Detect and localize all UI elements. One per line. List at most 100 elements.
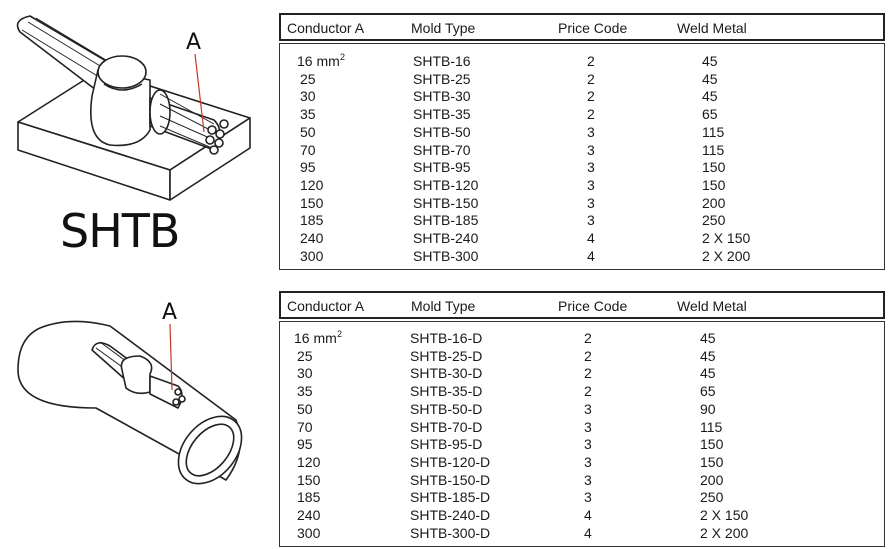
cell-price: 3 <box>587 123 595 140</box>
cell-weld: 45 <box>700 330 716 346</box>
cell-mold: SHTB-95 <box>413 159 471 176</box>
cell-weld: 250 <box>702 212 726 229</box>
cell-price: 3 <box>584 471 592 488</box>
cell-price: 3 <box>587 176 595 193</box>
cell-price: 2 <box>587 88 595 105</box>
cell-conductor: 70 <box>297 418 313 435</box>
header-mold-type: Mold Type <box>411 20 476 36</box>
cell-mold: SHTB-16 <box>413 53 471 69</box>
cell-mold: SHTB-240-D <box>410 507 491 523</box>
cell-conductor: 25 <box>297 347 313 364</box>
cell-weld: 45 <box>702 70 718 87</box>
mold-table-2: Conductor A Mold Type Price Code Weld Me… <box>279 291 885 547</box>
cell-weld: 150 <box>702 159 726 176</box>
cell-conductor: 16 mm <box>297 53 340 69</box>
cell-mold: SHTB-25 <box>413 70 471 87</box>
cell-price: 3 <box>587 159 595 176</box>
cell-price: 4 <box>587 230 595 246</box>
cell-conductor: 35 <box>297 383 313 400</box>
cell-mold: SHTB-30-D <box>410 365 483 382</box>
cell-mold: SHTB-120 <box>413 176 479 193</box>
cell-price: 4 <box>584 507 592 523</box>
cell-conductor: 30 <box>297 365 313 382</box>
cell-weld: 250 <box>700 489 724 506</box>
cell-mold: SHTB-50 <box>413 123 471 140</box>
cell-mold: SHTB-240 <box>413 230 479 246</box>
cell-price: 2 <box>587 106 595 123</box>
cell-mold: SHTB-70 <box>413 141 471 158</box>
cell-price: 2 <box>584 365 592 382</box>
cell-conductor: 16 mm <box>294 330 337 346</box>
cell-conductor: 185 <box>297 489 321 506</box>
cell-weld: 2 X 200 <box>700 524 749 541</box>
cell-mold: SHTB-95-D <box>410 436 483 453</box>
cell-price: 3 <box>584 418 592 435</box>
cell-mold: SHTB-300 <box>413 247 479 264</box>
cell-price: 3 <box>584 489 592 506</box>
cell-weld: 2 X 200 <box>702 247 751 264</box>
cell-mold: SHTB-150 <box>413 194 479 211</box>
cell-conductor: 95 <box>297 436 313 453</box>
cell-weld: 2 X 150 <box>700 507 749 523</box>
cell-conductor: 30 <box>300 88 316 105</box>
cell-conductor: 95 <box>300 159 316 176</box>
cell-weld: 150 <box>700 436 724 453</box>
cell-conductor: 120 <box>300 176 324 193</box>
cell-weld: 200 <box>702 194 726 211</box>
cell-price: 2 <box>584 330 592 346</box>
cell-mold: SHTB-70-D <box>410 418 483 435</box>
cell-weld: 150 <box>700 453 724 470</box>
cell-weld: 45 <box>700 347 716 364</box>
header-weld-metal: Weld Metal <box>677 298 747 314</box>
cell-price: 2 <box>587 53 595 69</box>
cell-conductor: 240 <box>297 507 321 523</box>
cell-price: 3 <box>584 436 592 453</box>
cell-conductor: 185 <box>300 212 324 229</box>
cell-mold: SHTB-120-D <box>410 453 491 470</box>
product-title: SHTB <box>60 204 180 258</box>
cell-mold: SHTB-35 <box>413 106 471 123</box>
cell-mold: SHTB-185 <box>413 212 479 229</box>
callout-label-a-top: A <box>186 30 202 55</box>
cell-mold: SHTB-150-D <box>410 471 491 488</box>
cell-conductor: 240 <box>300 230 324 246</box>
table-row: 95 SHTB-95 3 150 <box>280 159 884 177</box>
table-row: 95 SHTB-95-D 3 150 <box>280 436 884 454</box>
cell-mold: SHTB-30 <box>413 88 471 105</box>
shtb-block-illustration <box>16 15 251 201</box>
cell-weld: 115 <box>700 418 723 435</box>
cell-weld: 200 <box>700 471 724 488</box>
cell-conductor: 50 <box>300 123 316 140</box>
cell-mold: SHTB-16-D <box>410 330 483 346</box>
header-price-code: Price Code <box>558 20 628 36</box>
header-price-code: Price Code <box>558 298 628 314</box>
cell-price: 3 <box>584 453 592 470</box>
cell-weld: 45 <box>702 53 718 69</box>
table-header: Conductor A Mold Type Price Code Weld Me… <box>279 13 885 41</box>
header-conductor: Conductor A <box>287 20 365 36</box>
callout-label-a-bottom: A <box>162 300 178 325</box>
cell-weld: 45 <box>700 365 716 382</box>
cell-mold: SHTB-25-D <box>410 347 483 364</box>
cell-weld: 65 <box>702 106 718 123</box>
cell-conductor: 300 <box>297 524 321 541</box>
table-row: 30 SHTB-30-D 2 45 <box>280 365 884 383</box>
cell-weld: 65 <box>700 383 716 400</box>
